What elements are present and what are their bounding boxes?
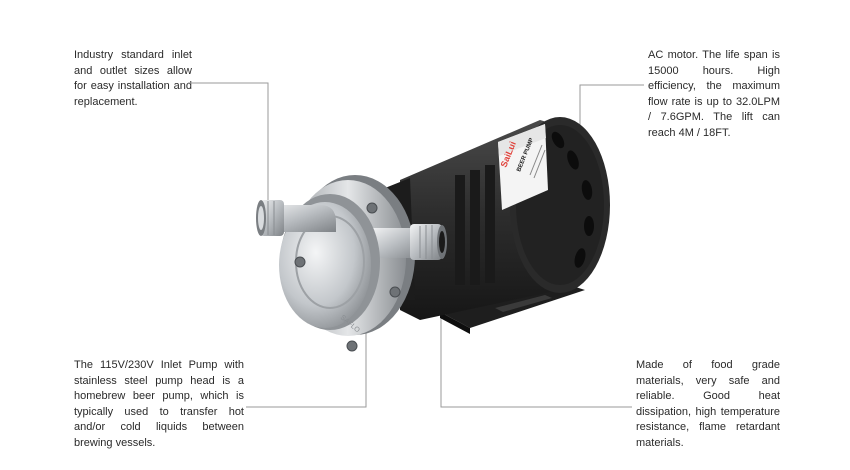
bolt (366, 202, 378, 214)
head-bolts (294, 202, 401, 352)
callout-inlet-outlet: Industry standard inlet and outlet sizes… (74, 49, 192, 108)
inlet-pipe (256, 200, 336, 236)
callout-ac-motor: AC motor. The life span is 15000 hours. … (648, 49, 780, 139)
bolt (294, 256, 306, 268)
leader-line-inlet (188, 82, 269, 206)
bolt (389, 286, 401, 298)
mounting-bracket (440, 282, 585, 334)
outlet-nozzle (372, 224, 447, 260)
leader-line-pump (246, 298, 367, 408)
callout-materials: Made of food grade materials, very safe … (636, 359, 780, 449)
callout-inlet-pump: The 115V/230V Inlet Pump with stainless … (74, 359, 244, 449)
motor-label: SaiLui BEER PUMP (498, 124, 548, 210)
bolt (346, 340, 358, 352)
